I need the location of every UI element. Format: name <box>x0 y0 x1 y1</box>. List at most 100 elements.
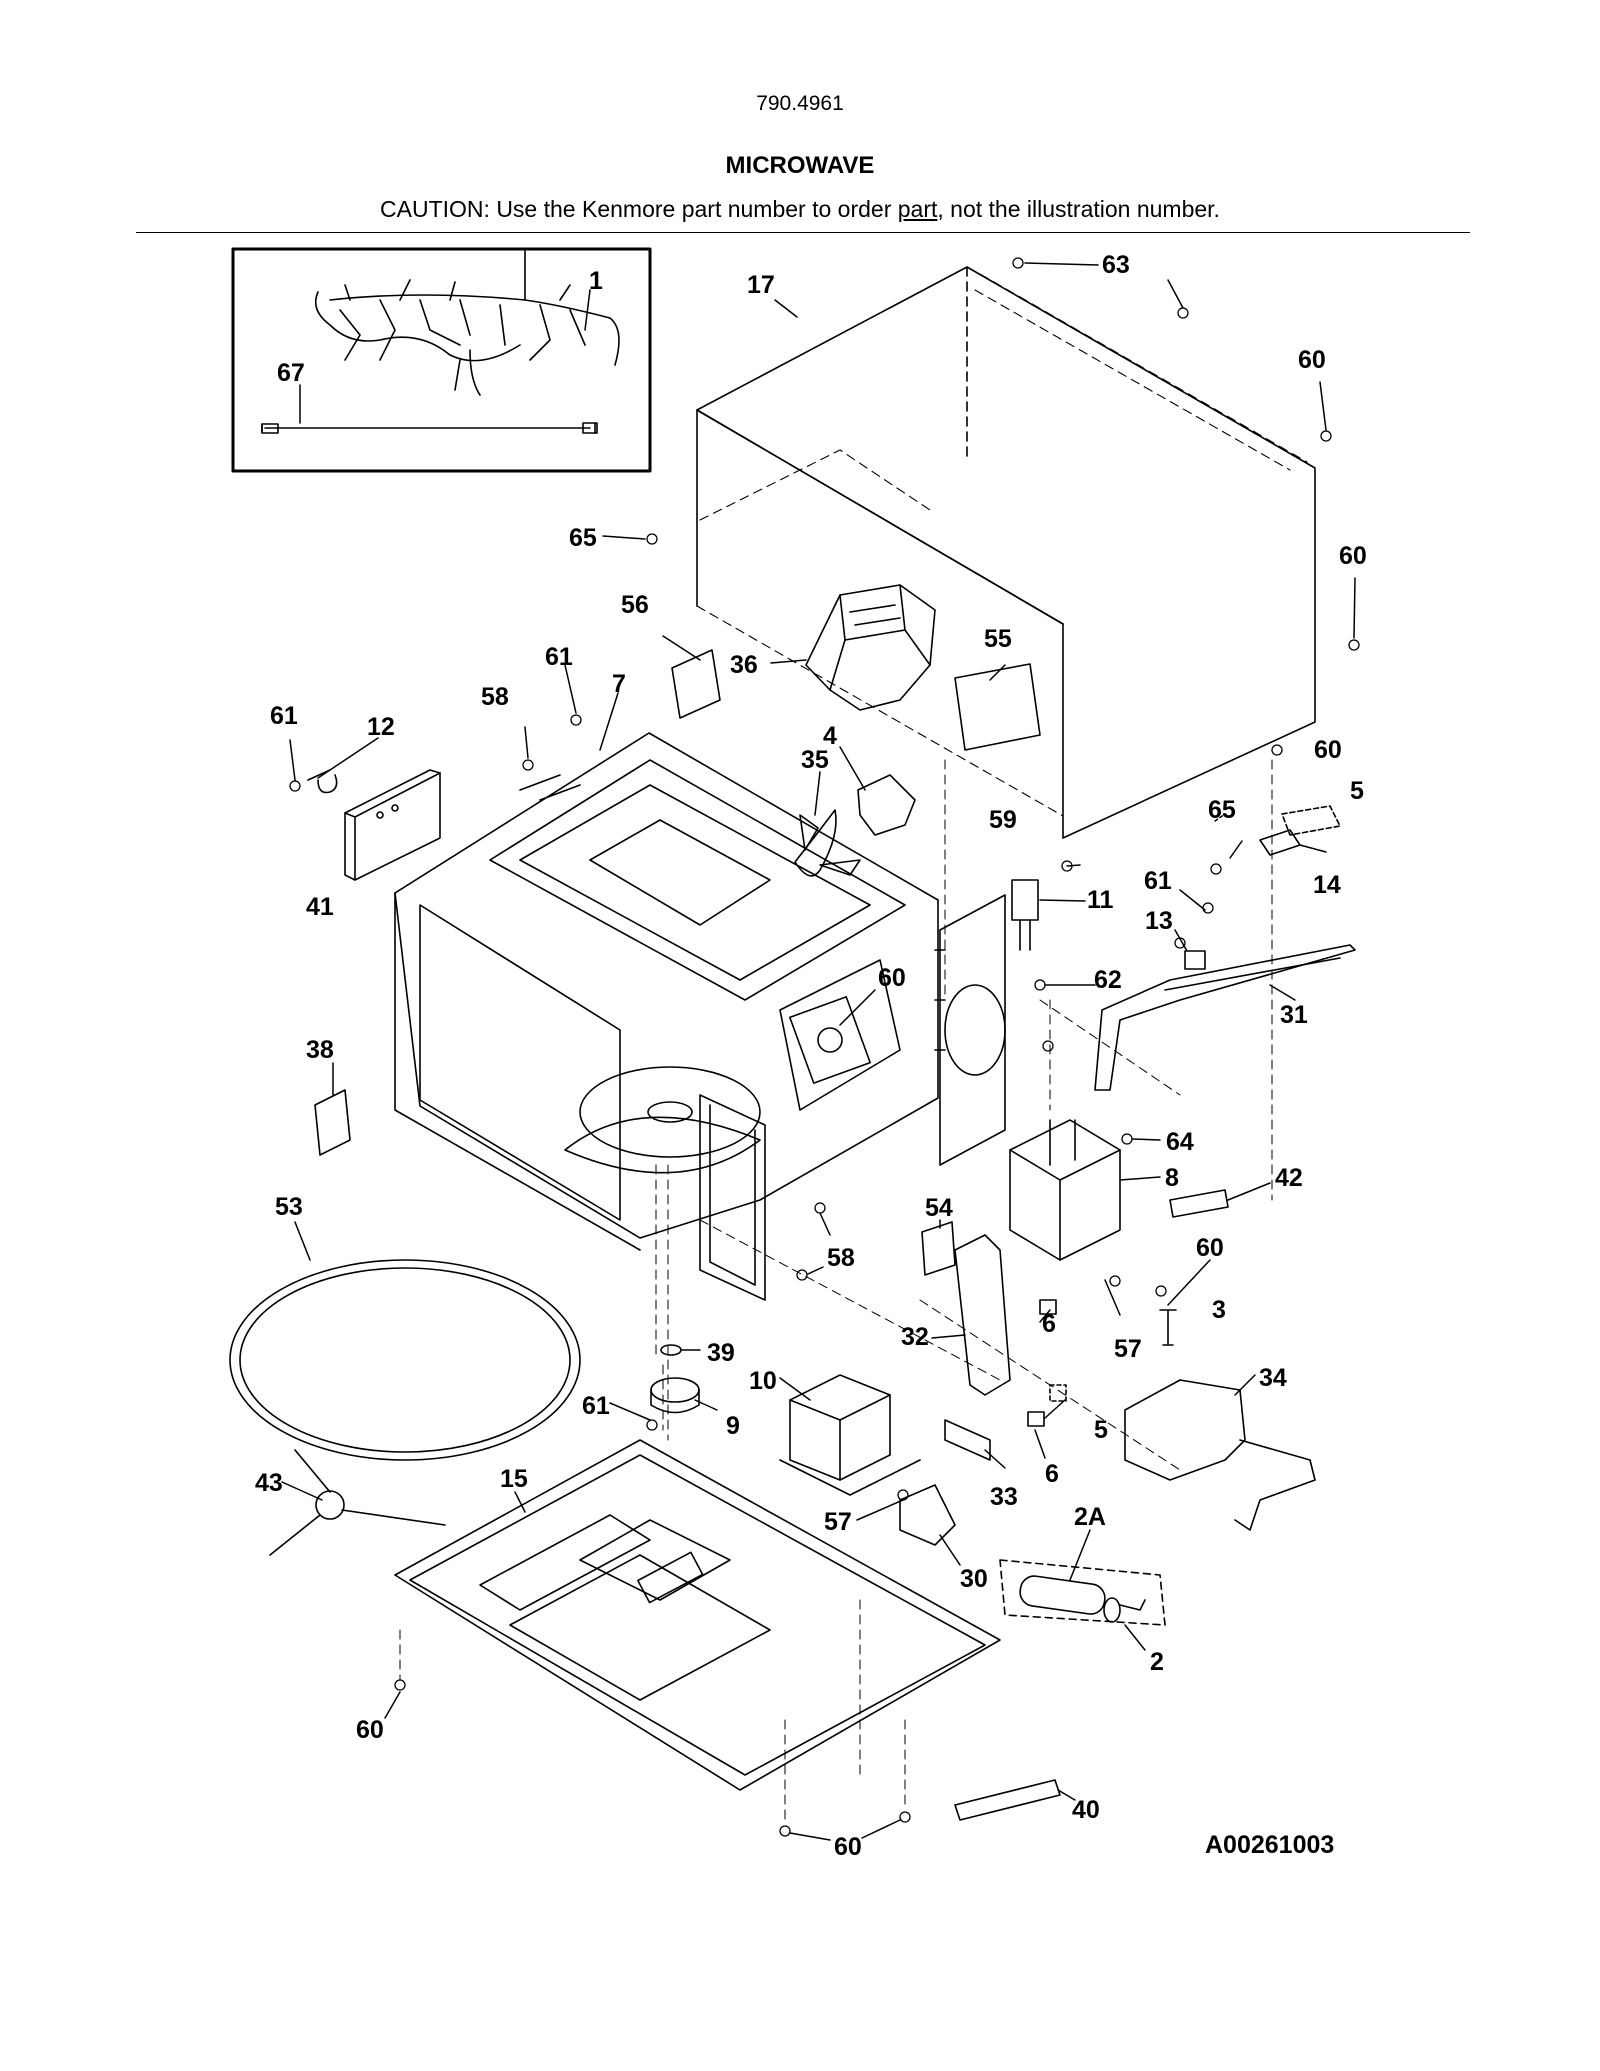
callout-6-a: 6 <box>1042 1310 1056 1338</box>
stirrer-fan <box>794 809 861 877</box>
callout-60-b: 60 <box>1339 542 1367 570</box>
callout-33: 33 <box>990 1483 1018 1511</box>
bar-42 <box>1169 1189 1229 1218</box>
base-plate <box>394 1439 1001 1791</box>
callout-60-f: 60 <box>356 1716 384 1744</box>
label-54 <box>921 1221 956 1276</box>
model-number: 790.4961 <box>756 92 844 115</box>
turntable-motor <box>650 1377 700 1414</box>
switch-33 <box>944 1419 991 1461</box>
callout-40: 40 <box>1072 1796 1100 1824</box>
part-14 <box>1259 829 1301 856</box>
callout-labels: 1 67 17 63 60 60 65 56 36 55 61 7 58 61 … <box>255 251 1367 1861</box>
callout-6-b: 6 <box>1045 1460 1059 1488</box>
callout-53: 53 <box>275 1193 303 1221</box>
thermal-cutout-13 <box>1184 950 1206 970</box>
callout-60-a: 60 <box>1298 346 1326 374</box>
callout-41: 41 <box>306 893 334 921</box>
callout-1: 1 <box>589 267 603 295</box>
bar-40 <box>954 1779 1061 1821</box>
outer-cabinet <box>696 266 1316 839</box>
turntable-ring <box>229 1259 581 1461</box>
callout-61-d: 61 <box>582 1392 610 1420</box>
latch-board <box>954 1234 1011 1396</box>
callout-13: 13 <box>1145 907 1173 935</box>
callout-62: 62 <box>1094 966 1122 994</box>
wire-harness-inset <box>231 247 652 473</box>
label-55 <box>954 663 1041 751</box>
callout-60-e: 60 <box>1196 1234 1224 1262</box>
coupler-39 <box>660 1344 682 1356</box>
oven-cavity <box>394 732 1006 1301</box>
bracket-30 <box>899 1484 956 1546</box>
switch-6-upper <box>1039 1299 1057 1315</box>
callout-5-b: 5 <box>1094 1416 1108 1444</box>
callout-59: 59 <box>989 806 1017 834</box>
callout-61-b: 61 <box>270 702 298 730</box>
fan-duct <box>1124 1379 1316 1531</box>
callout-63: 63 <box>1102 251 1130 279</box>
callout-64: 64 <box>1166 1128 1194 1156</box>
label-38 <box>314 1089 351 1156</box>
callout-42: 42 <box>1275 1164 1303 1192</box>
thermostat <box>307 769 338 794</box>
callout-67: 67 <box>277 359 305 387</box>
transformer <box>779 1374 921 1496</box>
callout-7: 7 <box>612 670 626 698</box>
caution-link-text: part <box>897 196 938 222</box>
diode-3 <box>1159 1309 1177 1346</box>
callout-9: 9 <box>726 1412 740 1440</box>
callout-8: 8 <box>1165 1164 1179 1192</box>
callout-3: 3 <box>1212 1296 1226 1324</box>
switch-5-lower <box>1049 1384 1067 1402</box>
callout-10: 10 <box>749 1367 777 1395</box>
callout-5-a: 5 <box>1350 777 1364 805</box>
callout-2: 2 <box>1150 1648 1164 1676</box>
switch-11 <box>1011 879 1039 951</box>
page-title: MICROWAVE <box>725 152 875 179</box>
callout-15: 15 <box>500 1465 528 1493</box>
callout-61-c: 61 <box>1144 867 1172 895</box>
callout-58-a: 58 <box>481 683 509 711</box>
part-5-top <box>1281 805 1341 836</box>
stirrer-motor <box>857 774 916 836</box>
callout-43: 43 <box>255 1469 283 1497</box>
callout-35: 35 <box>801 746 829 774</box>
drawing-number: A00261003 <box>1205 1831 1335 1859</box>
callout-57-a: 57 <box>1114 1335 1142 1363</box>
callout-39: 39 <box>707 1339 735 1367</box>
alignment-lines <box>399 759 1273 1821</box>
callout-60-d: 60 <box>878 964 906 992</box>
callout-32: 32 <box>901 1323 929 1351</box>
callout-65-b: 65 <box>1208 796 1236 824</box>
caution-note: CAUTION: Use the Kenmore part number to … <box>0 196 1600 223</box>
callout-60-c: 60 <box>1314 736 1342 764</box>
caution-prefix: CAUTION: Use the Kenmore part number to … <box>380 196 898 222</box>
callout-11: 11 <box>1087 886 1114 914</box>
callout-65-a: 65 <box>569 524 597 552</box>
callout-12: 12 <box>367 713 395 741</box>
callout-54: 54 <box>925 1194 953 1222</box>
leader-lines <box>281 262 1356 1841</box>
side-bracket <box>344 769 441 881</box>
magnetron <box>1009 1119 1121 1261</box>
air-duct <box>805 584 936 711</box>
callout-58-b: 58 <box>827 1244 855 1272</box>
switch-6-lower <box>1027 1411 1045 1427</box>
capacitor-group <box>999 1559 1166 1626</box>
callout-17: 17 <box>747 271 775 299</box>
callout-2A: 2A <box>1074 1503 1106 1531</box>
callout-30: 30 <box>960 1565 988 1593</box>
callout-36: 36 <box>730 651 758 679</box>
callout-4: 4 <box>823 722 837 750</box>
callout-60-g: 60 <box>834 1833 862 1861</box>
callout-34: 34 <box>1259 1364 1287 1392</box>
callout-14: 14 <box>1313 871 1341 899</box>
callout-31: 31 <box>1280 1001 1308 1029</box>
header-rule <box>136 232 1470 233</box>
label-56 <box>671 649 721 719</box>
callout-38: 38 <box>306 1036 334 1064</box>
callout-57-b: 57 <box>824 1508 852 1536</box>
caution-suffix: , not the illustration number. <box>937 196 1220 222</box>
